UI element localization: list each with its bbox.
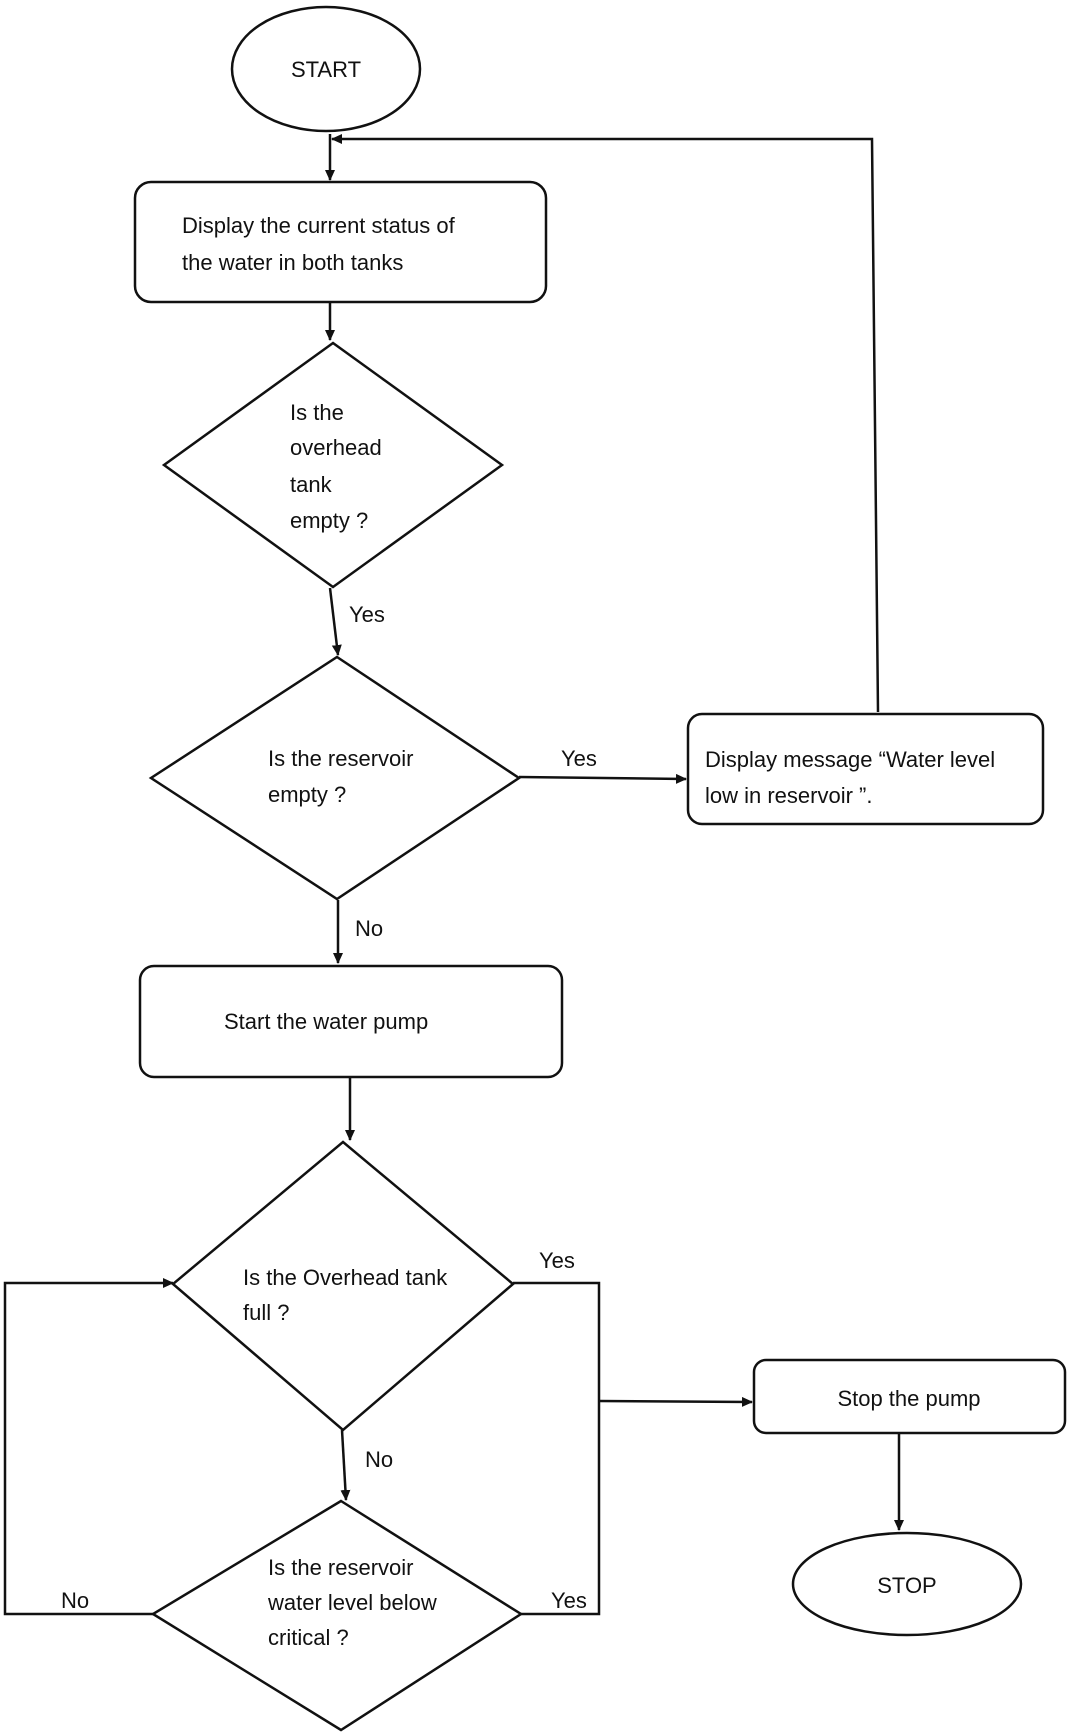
overhead-empty-label-line-1: Is the: [290, 400, 344, 425]
reservoir-empty-diamond: [148, 655, 522, 901]
overhead-empty-label-line-3: tank: [290, 472, 333, 497]
node-display-status: Display the current status of the water …: [133, 180, 548, 304]
stop-pump-box: [752, 1358, 1067, 1435]
reservoir-critical-label-line-1: Is the reservoir: [268, 1555, 414, 1580]
reservoir-critical-diamond: [150, 1499, 524, 1732]
edge-overhead-full-yes: [513, 1281, 601, 1616]
node-start-pump: Start the water pump: [138, 964, 564, 1079]
edge-label-reservoir-empty-no: No: [355, 916, 383, 941]
node-start: START: [230, 5, 422, 133]
edge-overhead-full-no: [340, 1429, 351, 1501]
edge-label-reservoir-critical-no: No: [61, 1588, 89, 1613]
node-reservoir-empty: Is the reservoir empty ?: [148, 655, 522, 901]
overhead-full-label-line-2: full ?: [243, 1300, 289, 1325]
edge-label-reservoir-empty-yes: Yes: [561, 746, 597, 771]
reservoir-empty-label-line-1: Is the reservoir: [268, 746, 414, 771]
stop-terminal-shape: [791, 1531, 1023, 1637]
start-terminal-shape: [230, 5, 422, 133]
low-message-label-line-2: low in reservoir ”.: [705, 783, 872, 808]
node-stop-pump: Stop the pump: [752, 1358, 1067, 1435]
edge-reservoir-critical-no-loop: [3, 1278, 174, 1616]
edge-reservoir-empty-yes: [518, 773, 687, 784]
overhead-empty-label-line-4: empty ?: [290, 508, 368, 533]
start-terminal-label: START: [291, 57, 361, 82]
connectors: [3, 134, 904, 1616]
edge-yes-to-stop-pump: [598, 1396, 753, 1407]
node-overhead-empty: Is the overhead tank empty ?: [161, 341, 505, 589]
node-low-message: Display message “Water level low in rese…: [686, 712, 1045, 826]
edge-label-overhead-empty-yes: Yes: [349, 602, 385, 627]
edge-low-message-loop: [331, 134, 880, 713]
edge-label-reservoir-critical-yes: Yes: [551, 1588, 587, 1613]
overhead-full-label-line-1: Is the Overhead tank: [243, 1265, 448, 1290]
edge-label-overhead-full-no: No: [365, 1447, 393, 1472]
overhead-empty-diamond: [161, 341, 505, 589]
stop-pump-label: Stop the pump: [837, 1386, 980, 1411]
node-overhead-full: Is the Overhead tank full ?: [171, 1140, 515, 1432]
display-status-box: [133, 180, 548, 304]
start-pump-box: [138, 964, 564, 1079]
edge-overhead-empty-yes: [328, 587, 342, 656]
reservoir-critical-label-line-3: critical ?: [268, 1625, 349, 1650]
edge-label-overhead-full-yes: Yes: [539, 1248, 575, 1273]
display-status-label-line-1: Display the current status of: [182, 213, 456, 238]
low-message-box: [686, 712, 1045, 826]
overhead-empty-label-line-2: overhead: [290, 435, 382, 460]
reservoir-critical-label-line-2: water level below: [267, 1590, 437, 1615]
node-reservoir-critical: Is the reservoir water level below criti…: [150, 1499, 524, 1732]
edge-labels: Yes Yes No Yes No No Yes: [61, 602, 597, 1613]
reservoir-empty-label-line-2: empty ?: [268, 782, 346, 807]
stop-terminal-label: STOP: [877, 1573, 937, 1598]
overhead-full-diamond: [171, 1140, 515, 1432]
low-message-label-line-1: Display message “Water level: [705, 747, 995, 772]
display-status-label-line-2: the water in both tanks: [182, 250, 403, 275]
start-pump-label: Start the water pump: [224, 1009, 428, 1034]
node-stop: STOP: [791, 1531, 1023, 1637]
